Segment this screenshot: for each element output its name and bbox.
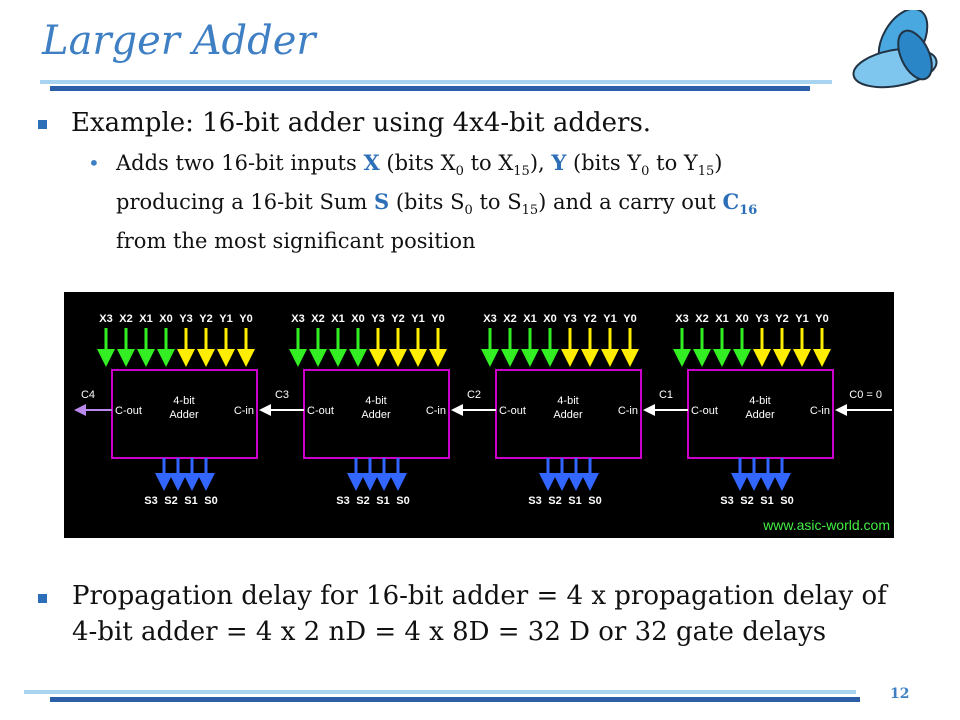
cout-label: C-out <box>307 405 334 417</box>
input-label: Y3 <box>179 313 192 325</box>
carry-label: C1 <box>659 389 673 401</box>
input-label: Y0 <box>239 313 252 325</box>
input-label: X3 <box>675 313 688 325</box>
bullet-square-icon <box>38 594 47 603</box>
input-label: X1 <box>139 313 152 325</box>
adder-block <box>687 369 834 459</box>
carry-label: C3 <box>275 389 289 401</box>
input-label: X0 <box>159 313 172 325</box>
cout-label: C-out <box>115 405 142 417</box>
block-label: Adder <box>745 409 775 421</box>
output-label: S0 <box>204 495 217 507</box>
block-label: 4-bit <box>557 395 578 407</box>
output-label: S2 <box>548 495 561 507</box>
cin-label: C-in <box>234 405 254 417</box>
slide-title: Larger Adder <box>42 18 316 64</box>
bullet-square-icon <box>38 120 47 129</box>
input-label: Y1 <box>411 313 424 325</box>
output-label: S0 <box>588 495 601 507</box>
output-label: S3 <box>528 495 541 507</box>
input-label: X0 <box>543 313 556 325</box>
adder-block <box>111 369 258 459</box>
block-label: Adder <box>553 409 583 421</box>
input-label: X0 <box>351 313 364 325</box>
block-label: Adder <box>169 409 199 421</box>
output-label: S0 <box>780 495 793 507</box>
bullet-dot-icon: • <box>88 151 100 175</box>
input-label: Y0 <box>815 313 828 325</box>
footer-line-dark <box>50 697 860 702</box>
input-label: Y0 <box>431 313 444 325</box>
footer-line-light <box>24 690 856 694</box>
input-label: X2 <box>311 313 324 325</box>
carry-label: C0 = 0 <box>849 389 882 401</box>
title-underline-light <box>40 80 832 84</box>
title-underline-dark <box>50 86 810 91</box>
input-label: X1 <box>523 313 536 325</box>
watermark-text: www.asic-world.com <box>762 517 890 533</box>
cout-label: C-out <box>691 405 718 417</box>
input-label: X1 <box>331 313 344 325</box>
page-number: 12 <box>890 686 910 702</box>
block-label: 4-bit <box>749 395 770 407</box>
input-label: X3 <box>483 313 496 325</box>
sub-line-3: from the most significant position <box>116 229 476 254</box>
block-label: 4-bit <box>365 395 386 407</box>
output-label: S1 <box>568 495 581 507</box>
input-label: X3 <box>291 313 304 325</box>
cin-label: C-in <box>426 405 446 417</box>
cout-label: C-out <box>499 405 526 417</box>
output-label: S2 <box>356 495 369 507</box>
input-label: Y2 <box>583 313 596 325</box>
carry-label: C2 <box>467 389 481 401</box>
input-label: X2 <box>119 313 132 325</box>
output-label: S2 <box>740 495 753 507</box>
output-label: S1 <box>760 495 773 507</box>
input-label: Y2 <box>391 313 404 325</box>
input-label: Y1 <box>219 313 232 325</box>
sub-line-1: Adds two 16-bit inputs X (bits X0 to X15… <box>116 150 723 180</box>
input-label: X0 <box>735 313 748 325</box>
carry-label: C4 <box>81 389 95 401</box>
output-label: S3 <box>720 495 733 507</box>
bullet-1: Example: 16-bit adder using 4x4-bit adde… <box>38 108 651 138</box>
output-label: S3 <box>144 495 157 507</box>
bullet-1-text: Example: 16-bit adder using 4x4-bit adde… <box>71 108 652 138</box>
input-label: Y1 <box>795 313 808 325</box>
input-label: X2 <box>503 313 516 325</box>
sub-bullet-text: Adds two 16-bit inputs X (bits X0 to X15… <box>116 148 896 256</box>
sub-line-2: producing a 16-bit Sum S (bits S0 to S15… <box>116 189 758 219</box>
block-label: 4-bit <box>173 395 194 407</box>
input-label: Y0 <box>623 313 636 325</box>
input-label: X3 <box>99 313 112 325</box>
output-label: S0 <box>396 495 409 507</box>
bullet-2-line-1: Propagation delay for 16-bit adder = 4 x… <box>72 581 887 611</box>
output-label: S3 <box>336 495 349 507</box>
cin-label: C-in <box>618 405 638 417</box>
cin-label: C-in <box>810 405 830 417</box>
adder-block <box>495 369 642 459</box>
input-label: Y3 <box>755 313 768 325</box>
input-label: Y2 <box>199 313 212 325</box>
input-label: Y2 <box>775 313 788 325</box>
input-label: Y1 <box>603 313 616 325</box>
output-label: S1 <box>184 495 197 507</box>
block-label: Adder <box>361 409 391 421</box>
input-label: X2 <box>695 313 708 325</box>
output-label: S1 <box>376 495 389 507</box>
bullet-2-line-2: 4-bit adder = 4 x 2 nD = 4 x 8D = 32 D o… <box>72 617 827 647</box>
input-label: X1 <box>715 313 728 325</box>
bullet-2-text: Propagation delay for 16-bit adder = 4 x… <box>72 578 952 650</box>
output-label: S2 <box>164 495 177 507</box>
input-label: Y3 <box>371 313 384 325</box>
adder-block <box>303 369 450 459</box>
input-label: Y3 <box>563 313 576 325</box>
logo-icon <box>852 10 938 89</box>
